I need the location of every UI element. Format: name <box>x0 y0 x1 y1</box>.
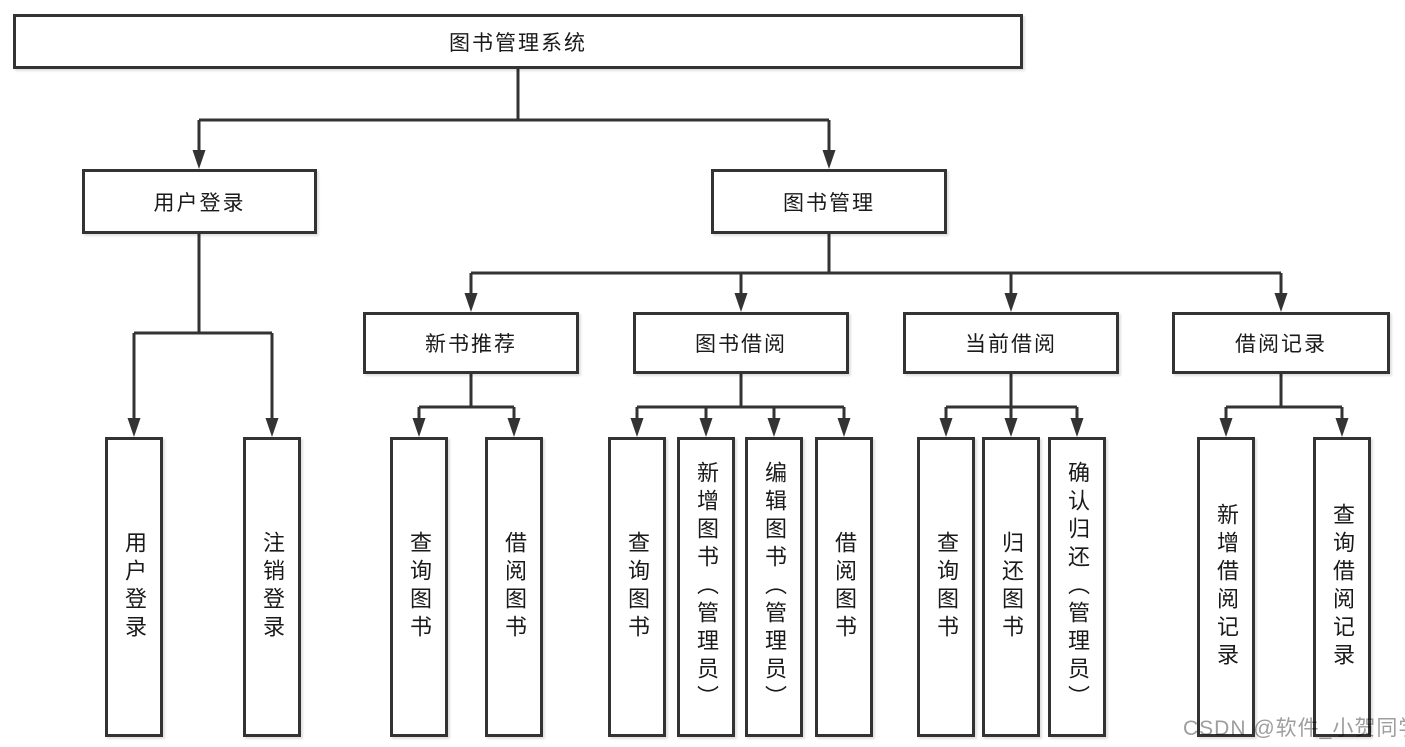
node-leaf-edit-book-admin: 编辑图书（管理员） <box>745 437 803 737</box>
node-leaf-user-login-label: 用户登录 <box>122 531 147 643</box>
node-leaf-query-book-borrow-label: 查询图书 <box>625 531 650 643</box>
node-current-borrow-label: 当前借阅 <box>965 333 1057 356</box>
node-borrow-record-label: 借阅记录 <box>1235 333 1327 356</box>
node-leaf-query-book-borrow: 查询图书 <box>608 437 666 737</box>
node-new-book-recommend: 新书推荐 <box>363 312 579 374</box>
node-leaf-borrow-book-label: 借阅图书 <box>832 531 857 643</box>
node-leaf-add-borrow-record: 新增借阅记录 <box>1197 437 1255 737</box>
node-leaf-borrow-book-recommend: 借阅图书 <box>485 437 543 737</box>
connector-lines <box>132 69 1344 423</box>
node-user-login: 用户登录 <box>82 169 317 234</box>
node-book-management: 图书管理 <box>711 169 947 234</box>
node-leaf-query-book-recommend: 查询图书 <box>390 437 448 737</box>
node-book-borrow-label: 图书借阅 <box>695 333 787 356</box>
node-leaf-confirm-return-admin-label: 确认归还（管理员） <box>1065 461 1090 713</box>
node-leaf-confirm-return-admin: 确认归还（管理员） <box>1048 437 1106 737</box>
node-root: 图书管理系统 <box>13 14 1023 69</box>
node-leaf-edit-book-admin-label: 编辑图书（管理员） <box>762 461 787 713</box>
node-leaf-user-login: 用户登录 <box>105 437 163 737</box>
node-borrow-record: 借阅记录 <box>1172 312 1390 374</box>
node-book-management-label: 图书管理 <box>783 191 875 215</box>
node-root-label: 图书管理系统 <box>449 31 587 55</box>
node-leaf-query-borrow-record: 查询借阅记录 <box>1313 437 1371 737</box>
node-leaf-logout-login: 注销登录 <box>243 437 301 737</box>
node-current-borrow: 当前借阅 <box>903 312 1119 374</box>
node-leaf-borrow-book-recommend-label: 借阅图书 <box>502 531 527 643</box>
node-leaf-query-book-current: 查询图书 <box>917 437 975 737</box>
node-leaf-return-book: 归还图书 <box>982 437 1040 737</box>
node-leaf-add-borrow-record-label: 新增借阅记录 <box>1214 503 1239 671</box>
node-leaf-borrow-book: 借阅图书 <box>815 437 873 737</box>
node-leaf-query-book-recommend-label: 查询图书 <box>407 531 432 643</box>
node-leaf-query-book-current-label: 查询图书 <box>934 531 959 643</box>
node-leaf-query-borrow-record-label: 查询借阅记录 <box>1330 503 1355 671</box>
node-new-book-recommend-label: 新书推荐 <box>425 333 517 356</box>
node-leaf-add-book-admin: 新增图书（管理员） <box>677 437 735 737</box>
arrow-down-icons <box>127 150 1349 437</box>
node-leaf-return-book-label: 归还图书 <box>999 531 1024 643</box>
node-book-borrow: 图书借阅 <box>633 312 849 374</box>
csdn-watermark: CSDN @软件_小贺同学 <box>1183 717 1405 740</box>
node-leaf-logout-login-label: 注销登录 <box>260 531 285 643</box>
node-leaf-add-book-admin-label: 新增图书（管理员） <box>694 461 719 713</box>
node-user-login-label: 用户登录 <box>153 191 246 215</box>
